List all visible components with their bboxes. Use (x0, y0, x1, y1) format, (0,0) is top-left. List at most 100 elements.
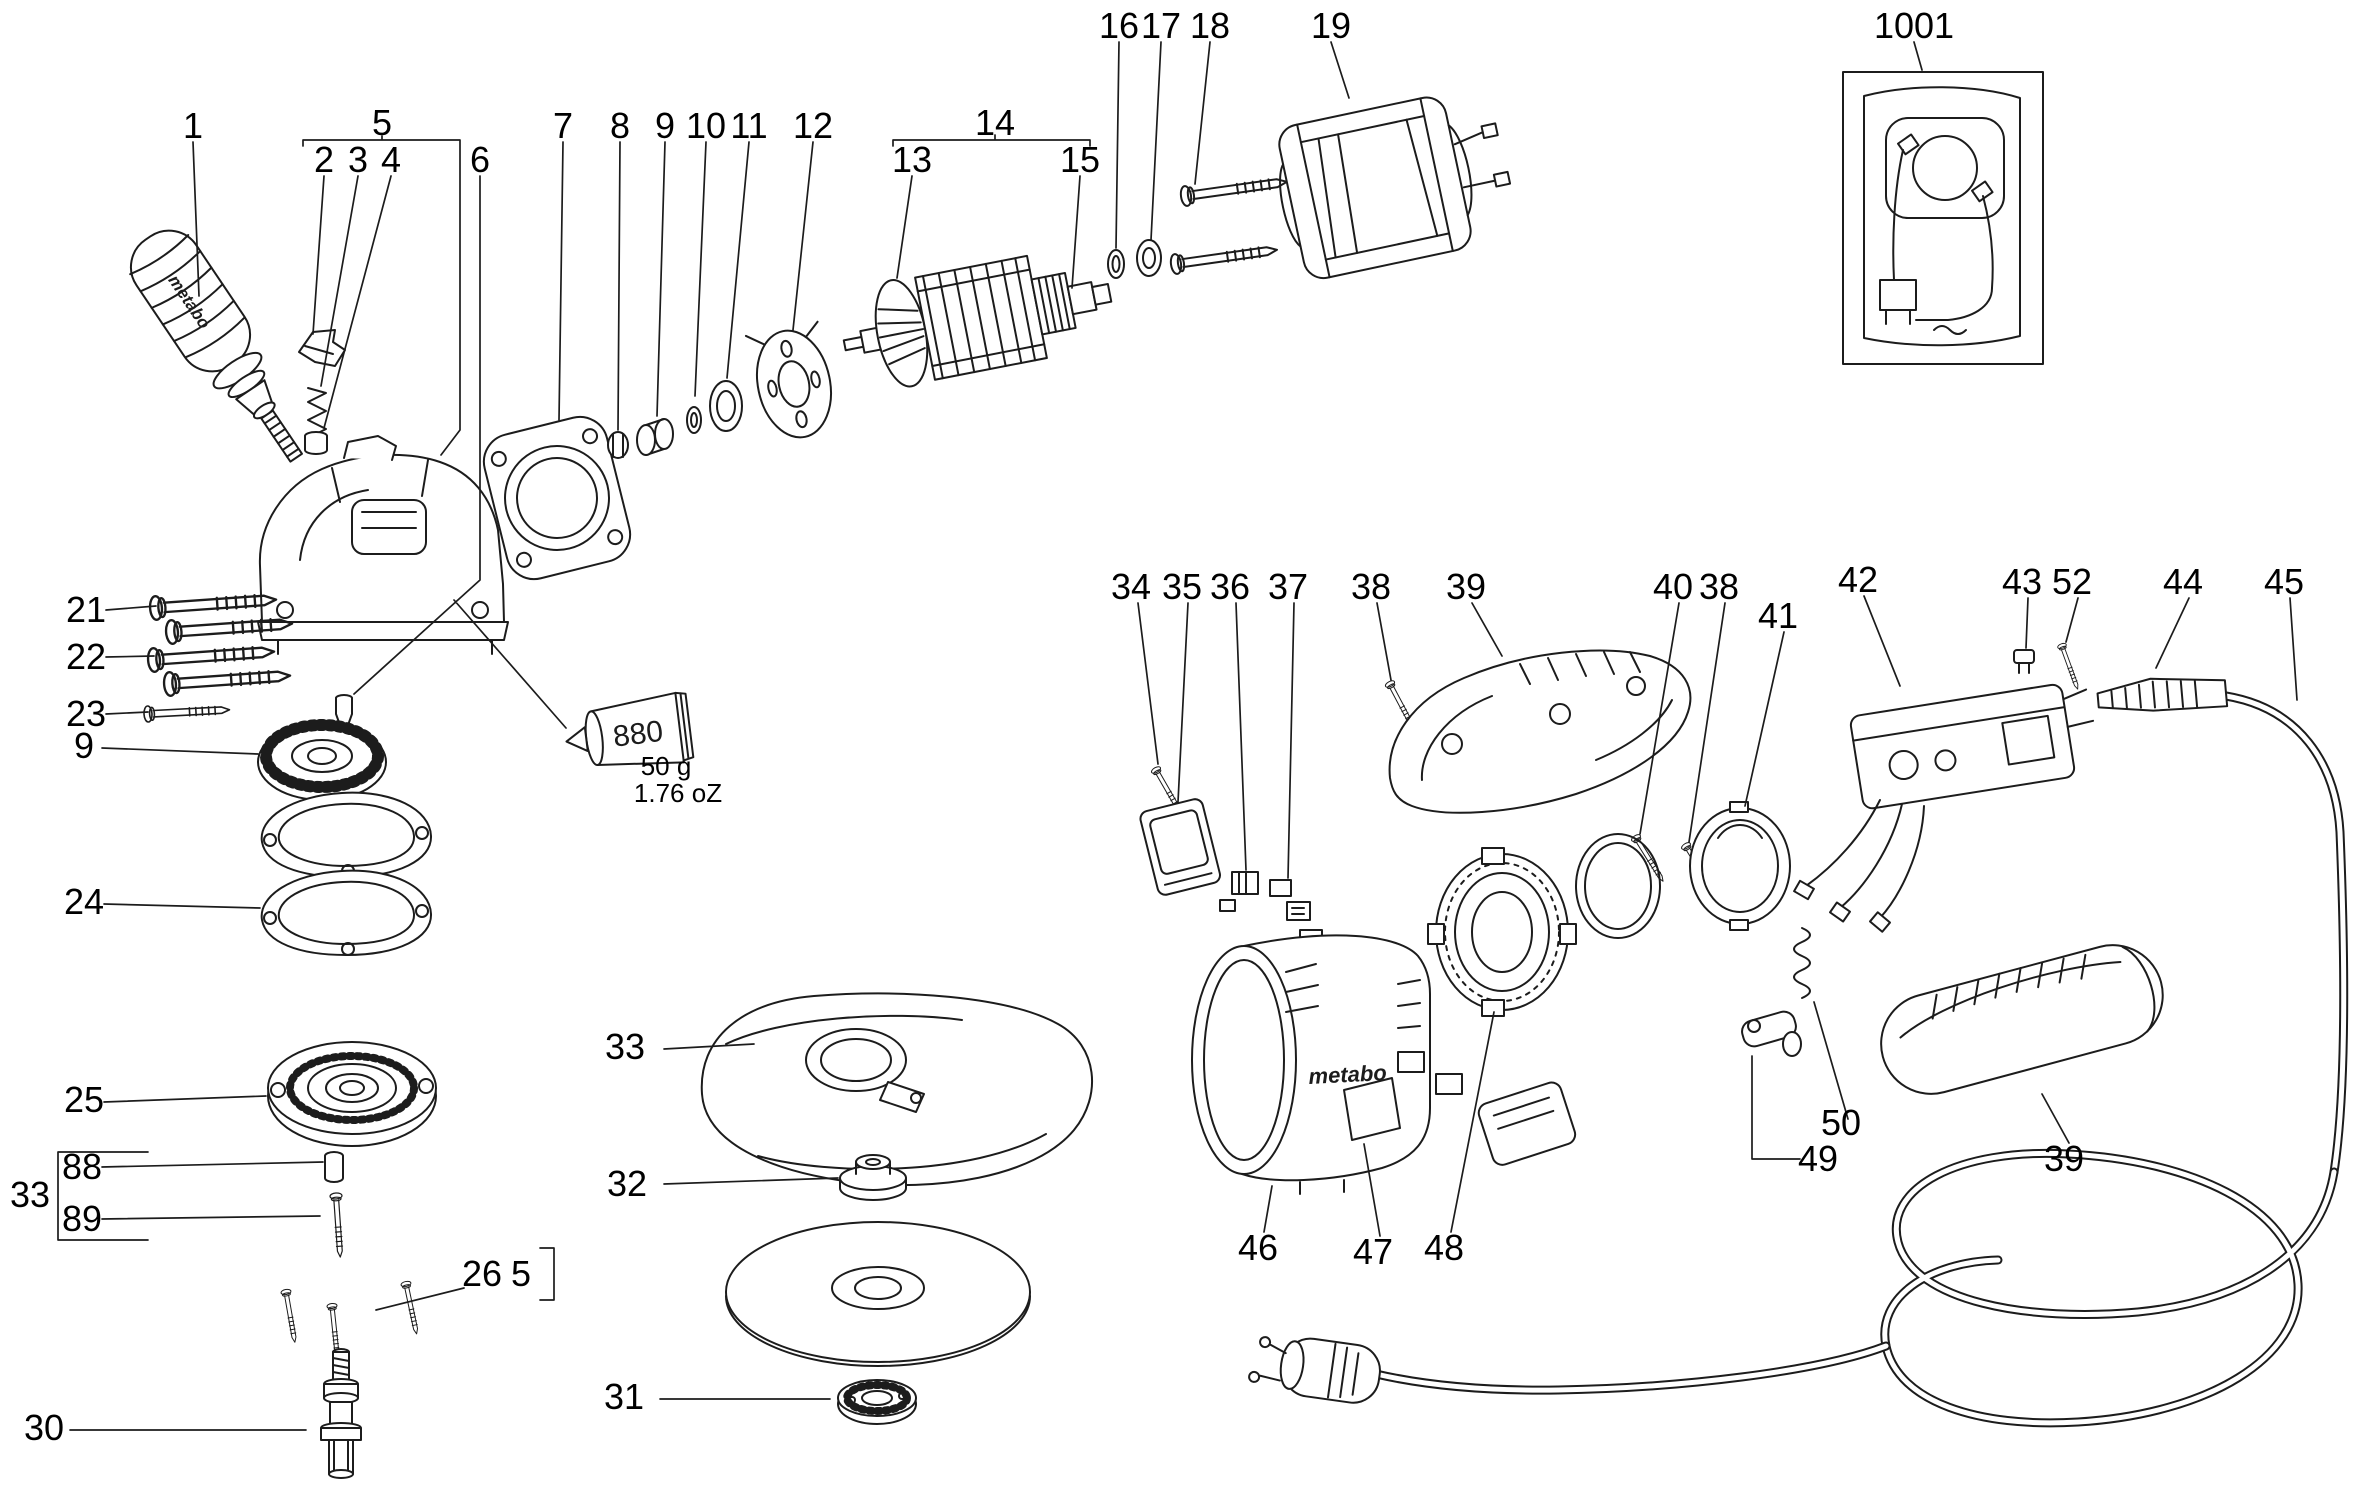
part-label-37: 37 (1267, 566, 1309, 607)
part-inner-flange-32 (839, 1154, 907, 1201)
part-label-38: 38 (1350, 566, 1392, 607)
part-power-cable (1371, 691, 2349, 1428)
part-bearing-flange-plate (482, 415, 632, 581)
part-latch-49 (1741, 1010, 1802, 1057)
part-bearing-11 (709, 380, 743, 432)
part-label-31: 31 (603, 1376, 645, 1417)
part-spring-50 (1793, 927, 1811, 999)
part-switch-parts-37 (1269, 879, 1311, 921)
part-side-handle: metabo (129, 229, 303, 463)
part-wheel-guard (700, 992, 1094, 1187)
part-retainer-41 (1689, 801, 1791, 931)
part-adjust-nut (304, 431, 328, 455)
part-bearing-flange-assy (267, 1041, 437, 1147)
part-label-5: 5 (510, 1253, 532, 1294)
part-cable-sleeve (2096, 677, 2229, 712)
part-label-43: 43 (2001, 561, 2043, 602)
part-label-88: 88 (61, 1146, 103, 1187)
part-label-48: 48 (1423, 1227, 1465, 1268)
part-label-45: 45 (2263, 561, 2305, 602)
part-stator (1278, 96, 1512, 280)
part-label-89: 89 (61, 1198, 103, 1239)
part-pin-88 (324, 1151, 344, 1183)
part-washer-10 (686, 406, 702, 434)
part-label-18: 18 (1189, 5, 1231, 46)
part-switch-cover (1477, 1081, 1577, 1166)
part-brush-plate-48 (1427, 847, 1577, 1017)
part-seal-ring (1575, 833, 1661, 939)
part-bushing-9 (636, 418, 674, 456)
part-bearing-17 (1136, 239, 1162, 277)
part-label-sheet-47 (1343, 1077, 1401, 1141)
part-gear-housing (257, 435, 509, 655)
part-label-4: 4 (380, 139, 402, 180)
part-washer-16 (1107, 249, 1125, 279)
grease-number: 880 (611, 715, 665, 754)
part-grinding-disc (725, 1221, 1031, 1367)
part-label-46: 46 (1237, 1227, 1279, 1268)
part-clamp-nut-31 (837, 1379, 917, 1425)
part-label-14: 14 (974, 102, 1016, 143)
part-label-47: 47 (1352, 1231, 1394, 1272)
grease-weight-ounces: 1.76 oZ (633, 778, 723, 808)
part-label-39: 39 (2043, 1138, 2085, 1179)
part-label-39: 39 (1445, 566, 1487, 607)
part-grease-tube: 880 (565, 691, 695, 766)
part-label-36: 36 (1209, 566, 1251, 607)
part-label-19: 19 (1310, 5, 1352, 46)
part-label-38: 38 (1698, 566, 1740, 607)
part-label-11: 11 (730, 105, 768, 146)
part-label-33: 33 (9, 1174, 51, 1215)
part-rear-handle (1880, 944, 2164, 1095)
part-label-3: 3 (347, 139, 369, 180)
part-label-30: 30 (23, 1407, 65, 1448)
part-nut-8 (607, 431, 629, 459)
part-label-16: 16 (1098, 5, 1140, 46)
part-label-15: 15 (1059, 139, 1101, 180)
part-label-24: 24 (63, 881, 105, 922)
part-label-8: 8 (609, 105, 631, 146)
leader-lines (57, 41, 2298, 1431)
part-label-49: 49 (1797, 1138, 1839, 1179)
part-label-23: 23 (65, 693, 107, 734)
part-label-52: 52 (2051, 561, 2093, 602)
part-handle-cover-top (1388, 649, 1692, 814)
part-label-25: 25 (63, 1079, 105, 1120)
part-label-35: 35 (1161, 566, 1203, 607)
part-power-plug (1248, 1336, 1381, 1404)
part-label-44: 44 (2162, 561, 2204, 602)
part-label-40: 40 (1652, 566, 1694, 607)
part-armature (842, 254, 1113, 388)
part-label-34: 34 (1110, 566, 1152, 607)
part-cover-plate-35 (1139, 798, 1221, 896)
part-spindle (320, 1348, 362, 1479)
part-label-5: 5 (371, 102, 393, 143)
part-label-7: 7 (552, 105, 574, 146)
part-clip-43 (2013, 649, 2035, 674)
part-label-42: 42 (1837, 559, 1879, 600)
part-label-9: 9 (73, 725, 95, 766)
part-label-10: 10 (685, 105, 727, 146)
grease-weight-grams: 50 g (640, 751, 692, 781)
part-flange-disc-12 (744, 320, 832, 439)
part-label-6: 6 (469, 139, 491, 180)
part-label-2: 2 (313, 139, 335, 180)
part-label-33: 33 (604, 1026, 646, 1067)
part-label-50: 50 (1820, 1102, 1862, 1143)
part-label-12: 12 (792, 105, 834, 146)
wiring-diagram-box (1842, 71, 2044, 365)
part-contact-36 (1219, 871, 1259, 912)
part-electronics-module (1793, 683, 2095, 933)
part-label-13: 13 (891, 139, 933, 180)
part-label-41: 41 (1757, 595, 1799, 636)
part-label-1: 1 (182, 105, 204, 146)
part-small-caps (1397, 1051, 1463, 1095)
part-label-26: 26 (461, 1253, 503, 1294)
part-crown-gear (257, 719, 387, 801)
part-label-22: 22 (65, 636, 107, 677)
part-clamp-lever (298, 329, 346, 367)
part-label-17: 17 (1140, 5, 1182, 46)
